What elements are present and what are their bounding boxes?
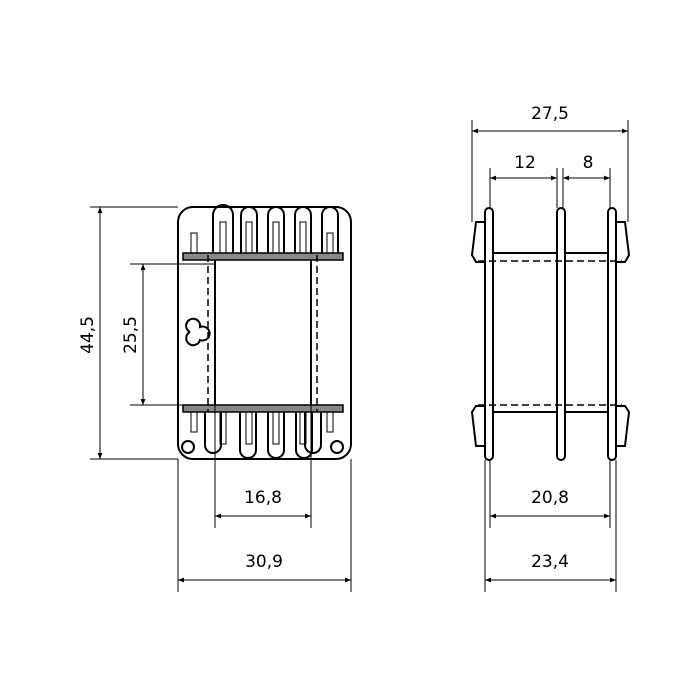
dim-8: 8 — [583, 153, 594, 173]
dim-23-4: 23,4 — [531, 552, 569, 572]
front-dimensions: 44,5 25,5 16,8 30,9 — [78, 206, 352, 592]
dim-25-5: 25,5 — [121, 316, 141, 354]
recycle-icon — [185, 317, 211, 347]
side-view — [470, 207, 631, 461]
dim-12: 12 — [514, 153, 536, 173]
bottom-pins — [181, 411, 344, 459]
dim-20-8: 20,8 — [531, 488, 569, 508]
top-flange — [182, 252, 344, 261]
top-pins — [190, 204, 339, 254]
dim-27-5: 27,5 — [531, 104, 569, 124]
dim-44-5: 44,5 — [78, 316, 98, 354]
dim-30-9: 30,9 — [245, 552, 283, 572]
side-dimensions: 27,5 12 8 20,8 23,4 — [471, 104, 629, 592]
front-view — [177, 204, 352, 460]
dim-16-8: 16,8 — [244, 488, 282, 508]
bottom-flange — [182, 404, 344, 413]
